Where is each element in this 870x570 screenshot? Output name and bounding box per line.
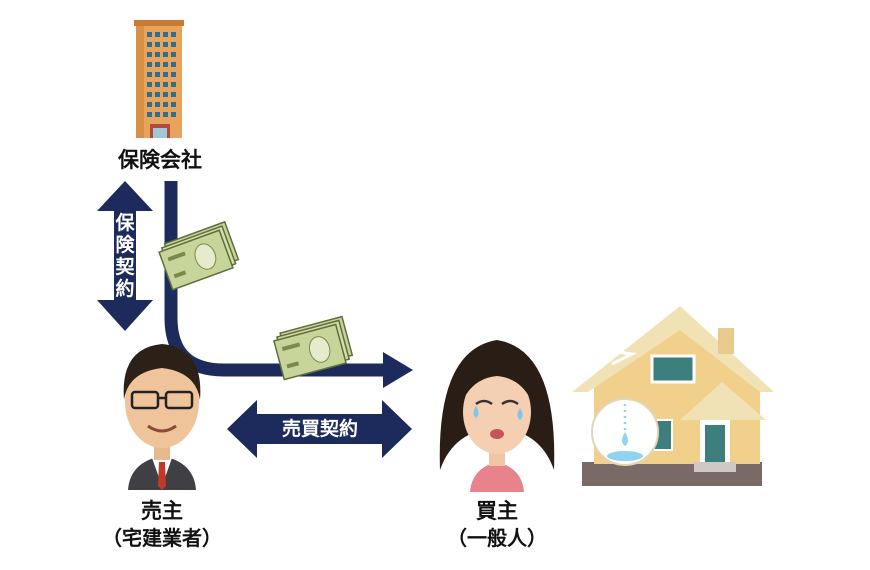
sales-contract-label: 売買契約 <box>281 418 358 440</box>
money-bills-icon-2 <box>272 315 354 381</box>
house-leak-icon <box>572 306 774 486</box>
buyer-label: 買主 <box>476 499 518 523</box>
sales-contract-arrow <box>227 400 412 458</box>
insurance-company-label: 保険会社 <box>118 148 202 172</box>
money-bills-icon <box>158 220 240 291</box>
insurance-contract-label: 保険契約 <box>115 212 135 300</box>
businessman-icon <box>123 344 201 490</box>
insurance-contract-arrow <box>97 181 153 331</box>
crying-woman-icon <box>439 340 555 492</box>
buyer-note-label: （一般人） <box>447 526 547 550</box>
seller-label: 売主 <box>141 499 183 523</box>
seller-note-label: （宅建業者） <box>102 526 222 550</box>
office-building-icon <box>134 20 184 138</box>
